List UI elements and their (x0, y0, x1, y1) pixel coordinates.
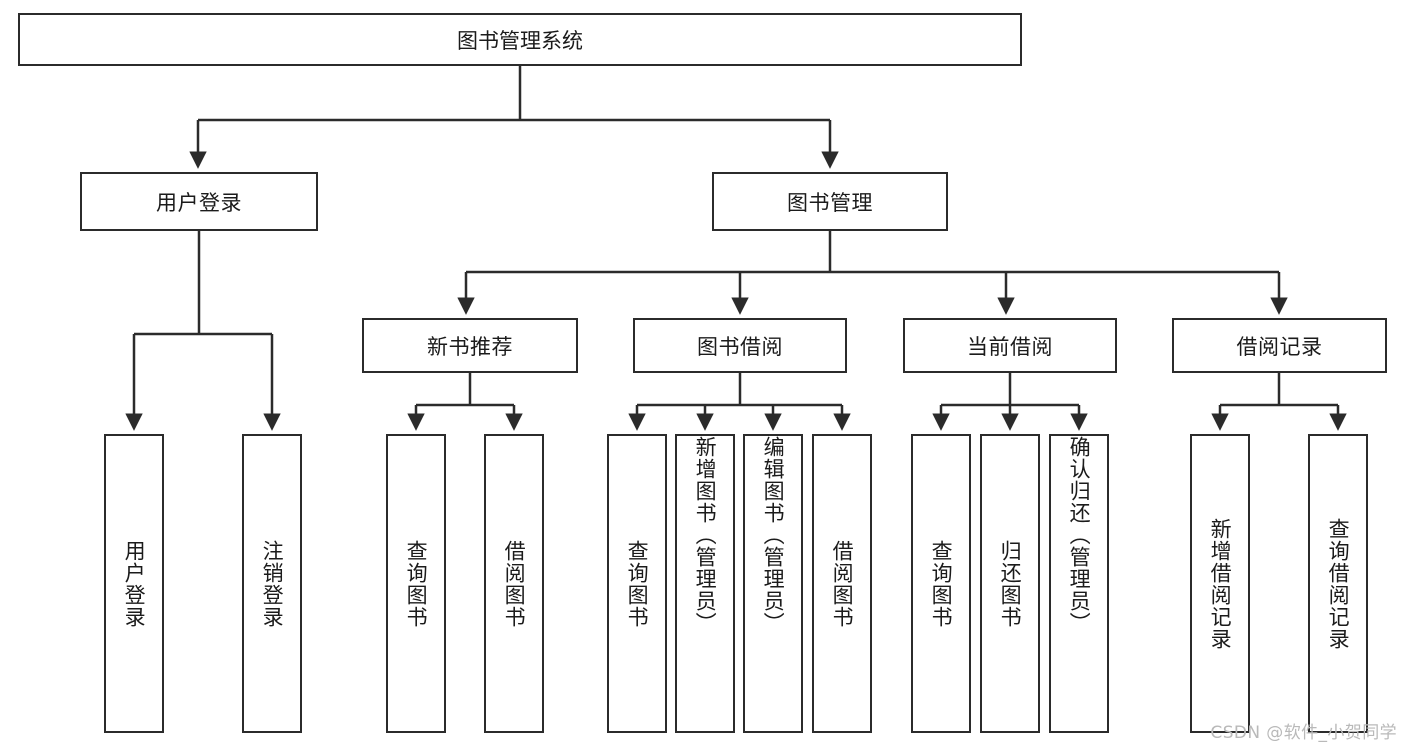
leaf-query-book-recommend[interactable]: 查询图书 (386, 434, 446, 733)
node-root[interactable]: 图书管理系统 (18, 13, 1022, 66)
leaf-add-book[interactable]: 新增图书（管理员） (675, 434, 735, 733)
leaf-logout[interactable]: 注销登录 (242, 434, 302, 733)
leaf-query-book-borrow[interactable]: 查询图书 (607, 434, 667, 733)
leaf-borrow-book-recommend[interactable]: 借阅图书 (484, 434, 544, 733)
leaf-return-book[interactable]: 归还图书 (980, 434, 1040, 733)
leaf-label: 查询图书 (404, 539, 429, 628)
leaf-borrow-book-borrow[interactable]: 借阅图书 (812, 434, 872, 733)
leaf-user-login[interactable]: 用户登录 (104, 434, 164, 733)
leaf-label: 查询借阅记录 (1326, 517, 1351, 650)
leaf-add-borrow-record[interactable]: 新增借阅记录 (1190, 434, 1250, 733)
leaf-label: 新增借阅记录 (1208, 517, 1233, 650)
leaf-query-book-current[interactable]: 查询图书 (911, 434, 971, 733)
node-book-manage[interactable]: 图书管理 (712, 172, 948, 231)
node-book-borrow[interactable]: 图书借阅 (633, 318, 847, 373)
leaf-label: 归还图书 (998, 539, 1023, 628)
node-borrow-record[interactable]: 借阅记录 (1172, 318, 1387, 373)
leaf-label: 用户登录 (122, 539, 147, 628)
leaf-label: 新增图书（管理员） (693, 436, 718, 634)
leaf-label: 查询图书 (929, 539, 954, 628)
leaf-label: 查询图书 (625, 539, 650, 628)
leaf-query-borrow-record[interactable]: 查询借阅记录 (1308, 434, 1368, 733)
node-new-book-recommend[interactable]: 新书推荐 (362, 318, 578, 373)
leaf-label: 编辑图书（管理员） (761, 436, 786, 634)
node-current-borrow[interactable]: 当前借阅 (903, 318, 1117, 373)
node-user-login[interactable]: 用户登录 (80, 172, 318, 231)
watermark: CSDN @软件_小贺同学 (1210, 723, 1397, 743)
leaf-edit-book[interactable]: 编辑图书（管理员） (743, 434, 803, 733)
leaf-label: 借阅图书 (502, 539, 527, 628)
leaf-label: 确认归还（管理员） (1067, 436, 1092, 634)
leaf-confirm-return[interactable]: 确认归还（管理员） (1049, 434, 1109, 733)
leaf-label: 借阅图书 (830, 539, 855, 628)
leaf-label: 注销登录 (260, 539, 285, 628)
